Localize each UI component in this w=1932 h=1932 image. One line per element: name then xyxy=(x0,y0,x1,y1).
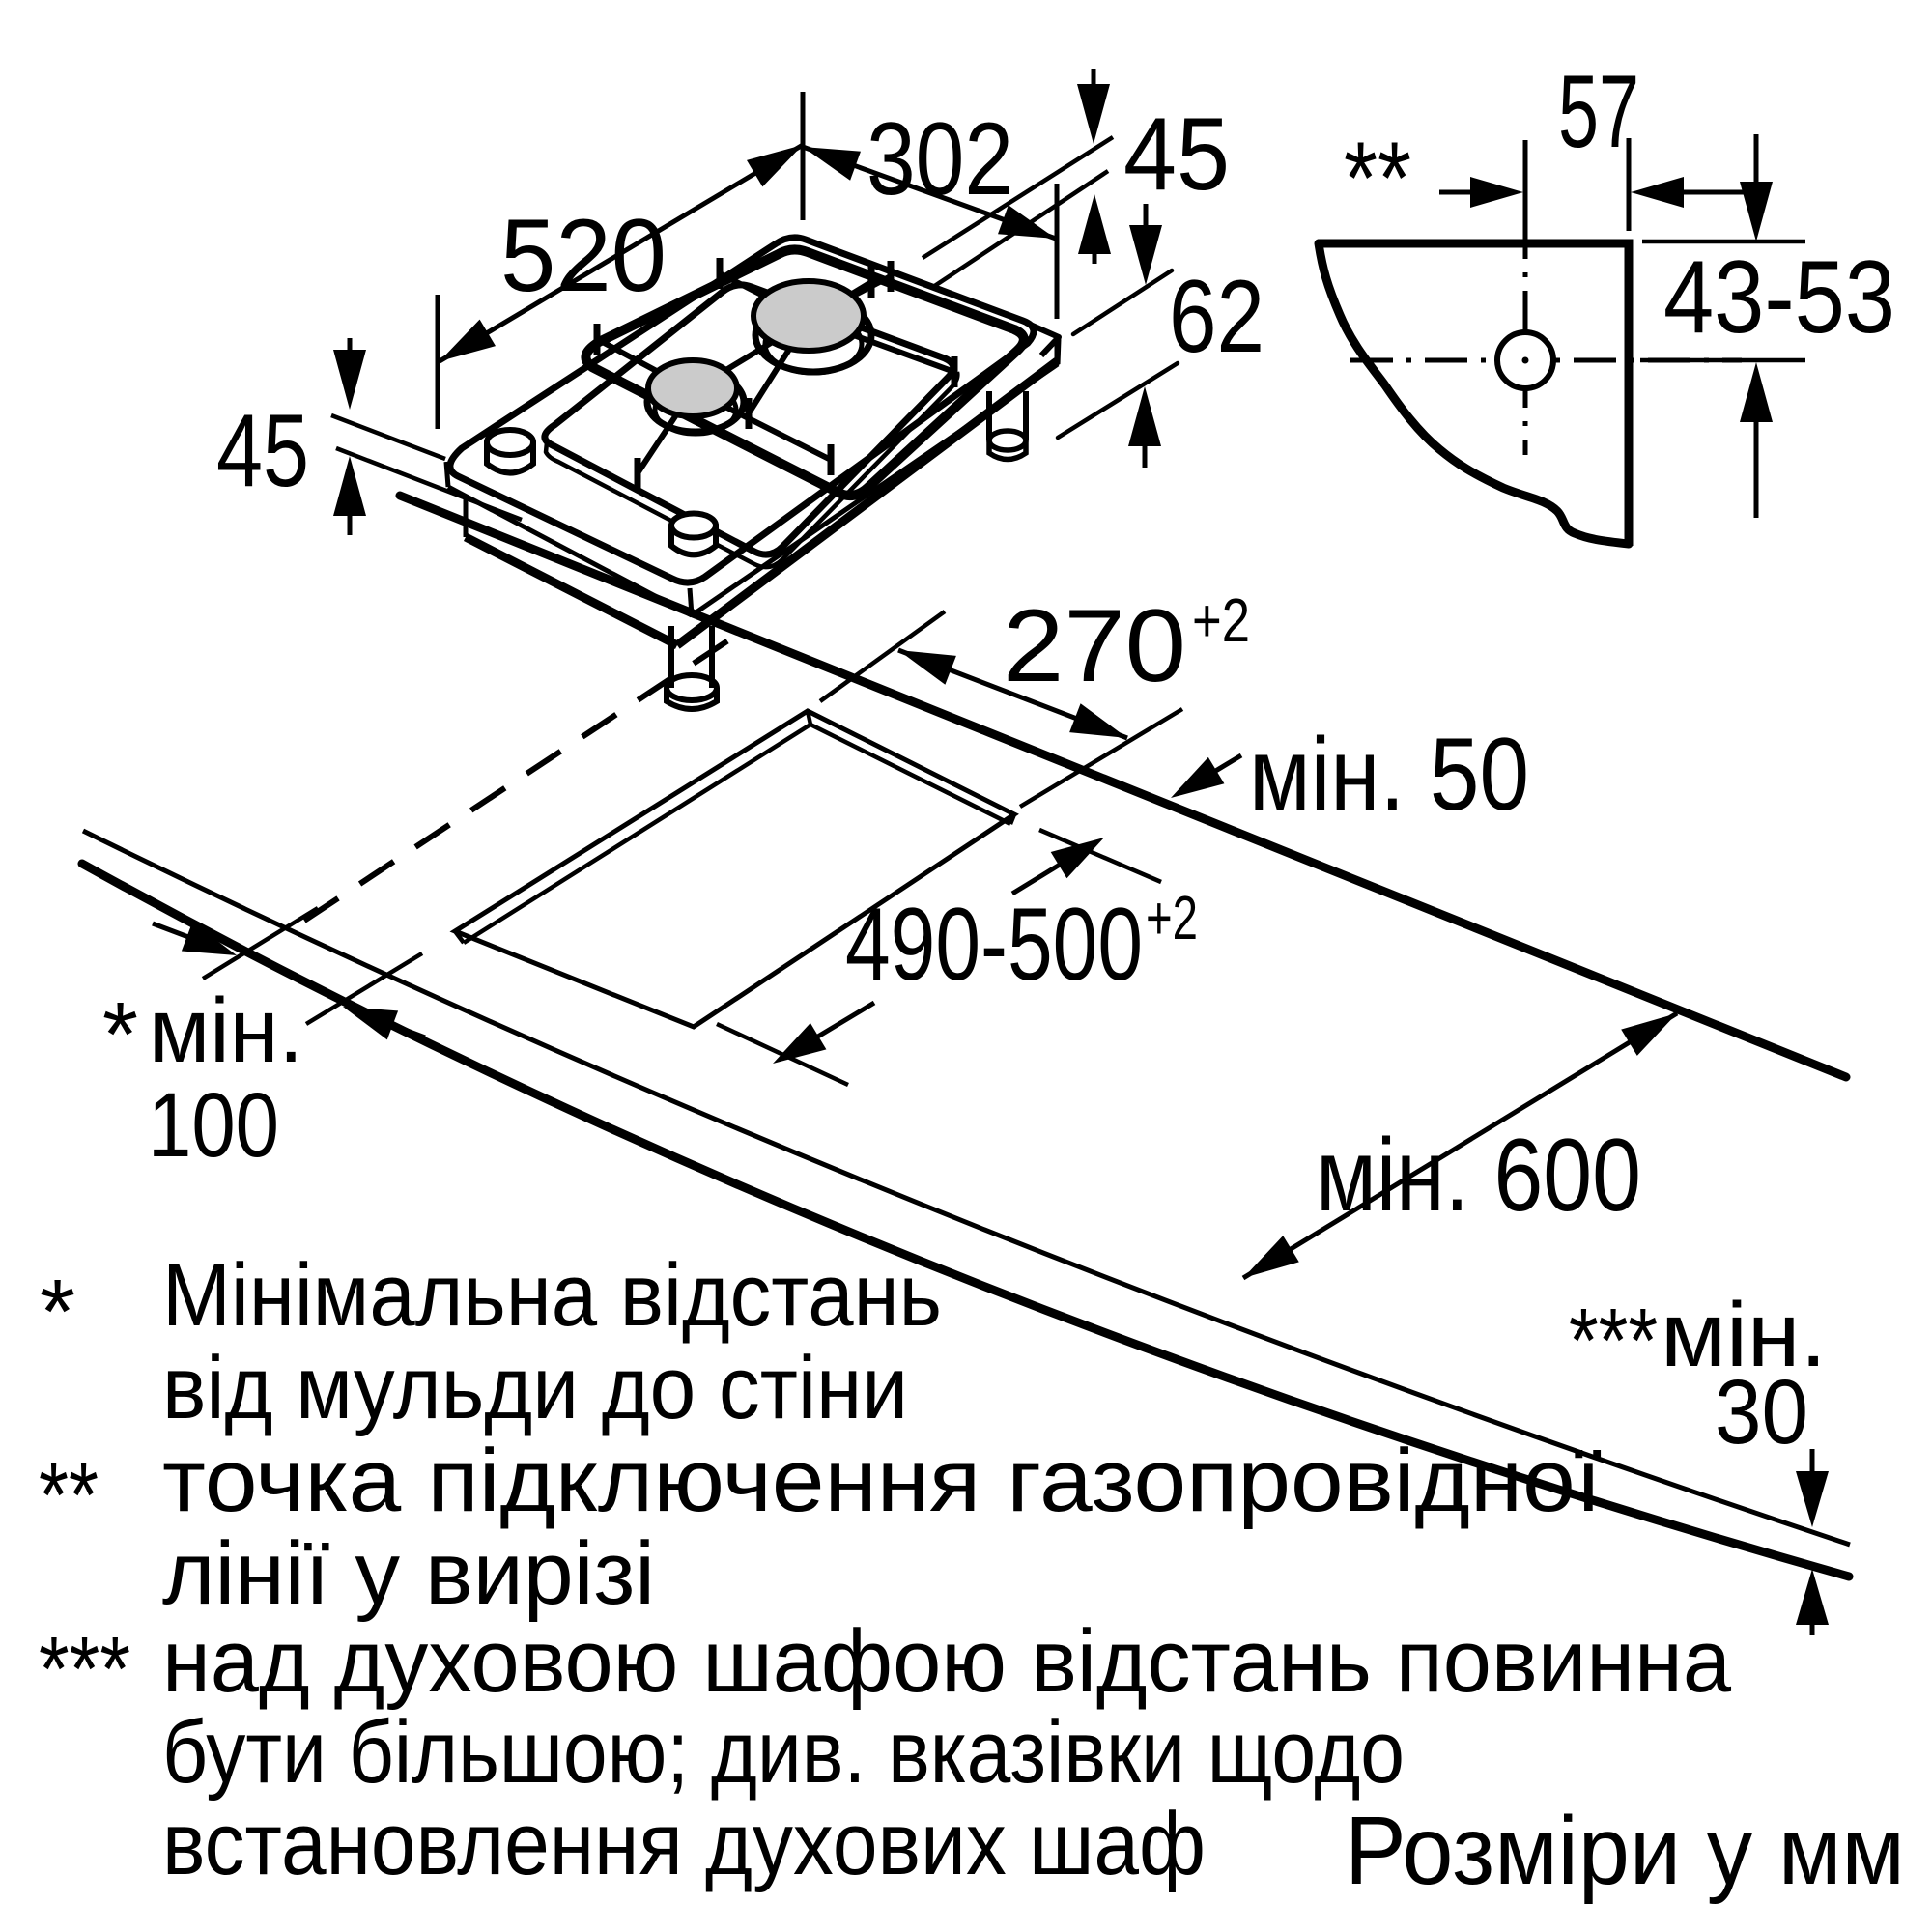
svg-text:+2: +2 xyxy=(1146,883,1198,952)
svg-text:мін.: мін. xyxy=(149,980,303,1082)
svg-text:Розміри у мм: Розміри у мм xyxy=(1345,1797,1905,1905)
svg-text:57: 57 xyxy=(1558,53,1639,169)
svg-text:45: 45 xyxy=(1123,96,1230,212)
svg-text:мін. 50: мін. 50 xyxy=(1249,716,1529,832)
svg-text:мін.: мін. xyxy=(1661,1284,1827,1386)
svg-text:мін. 600: мін. 600 xyxy=(1316,1117,1641,1233)
svg-text:**: ** xyxy=(39,1444,99,1547)
svg-text:302: 302 xyxy=(867,100,1013,216)
svg-text:*: * xyxy=(102,983,138,1086)
svg-text:45: 45 xyxy=(216,392,309,508)
svg-text:від мульди до стіни: від мульди до стіни xyxy=(162,1339,908,1437)
svg-text:бути більшою; див. вказівки що: бути більшою; див. вказівки щодо xyxy=(162,1703,1405,1802)
svg-text:встановлення духових шаф: встановлення духових шаф xyxy=(162,1795,1206,1893)
svg-text:62: 62 xyxy=(1169,258,1264,374)
svg-text:***: *** xyxy=(39,1618,130,1720)
svg-text:490-500: 490-500 xyxy=(845,886,1143,1002)
svg-text:+2: +2 xyxy=(1192,585,1250,655)
svg-text:30: 30 xyxy=(1715,1361,1808,1463)
svg-text:*: * xyxy=(40,1261,75,1363)
svg-text:100: 100 xyxy=(148,1074,279,1177)
svg-text:**: ** xyxy=(1344,120,1411,236)
svg-text:точка підключення газопровідно: точка підключення газопровідної xyxy=(162,1432,1602,1530)
svg-text:Мінімальна відстань: Мінімальна відстань xyxy=(162,1246,942,1345)
svg-text:***: *** xyxy=(1569,1290,1658,1392)
svg-text:над духовою шафою відстань пов: над духовою шафою відстань повинна xyxy=(162,1612,1732,1711)
svg-text:270: 270 xyxy=(1003,587,1186,703)
svg-text:520: 520 xyxy=(500,197,667,313)
svg-text:лінії у вирізі: лінії у вирізі xyxy=(162,1524,655,1623)
svg-text:43-53: 43-53 xyxy=(1663,239,1895,355)
